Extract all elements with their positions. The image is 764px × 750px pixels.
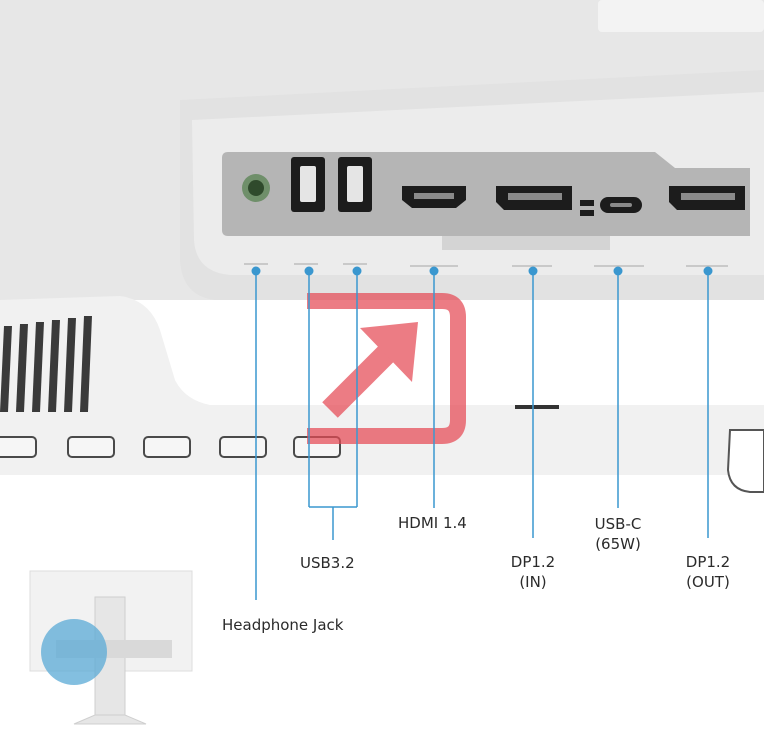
usb-label: USB3.2	[300, 554, 355, 572]
dp-out-label-line2: (OUT)	[686, 573, 730, 591]
stand-top	[598, 0, 764, 32]
arrow-in-square-icon	[307, 293, 466, 444]
dp-in-label: DP1.2 (IN)	[503, 552, 563, 592]
usb-port-2	[338, 157, 372, 212]
usb-c-label-line1: USB-C	[594, 515, 642, 533]
highlight-circle	[41, 619, 107, 685]
usb-c-label: USB-C (65W)	[583, 514, 653, 554]
usb-c-label-line2: (65W)	[595, 535, 641, 553]
callout-dots	[251, 266, 713, 276]
hdmi-port	[402, 186, 466, 208]
rear-housing-lower	[0, 296, 764, 475]
dp-out-label: DP1.2 (OUT)	[674, 552, 742, 592]
headphone-jack-port	[242, 174, 270, 202]
panel-lower-plate	[442, 236, 610, 250]
dp-in-port	[496, 186, 572, 210]
dp-in-label-line1: DP1.2	[510, 553, 556, 571]
callout-lines	[255, 271, 709, 600]
bezel-buttons	[0, 436, 341, 458]
center-slot	[515, 405, 559, 409]
stand-base	[726, 429, 764, 493]
usb-c-icon	[580, 200, 594, 216]
monitor-rear-thumbnail	[29, 570, 193, 725]
vent-slots	[0, 316, 92, 412]
port-tick-marks	[244, 263, 728, 267]
headphone-jack-label: Headphone Jack	[222, 616, 344, 634]
dp-out-label-line1: DP1.2	[685, 553, 731, 571]
usb-c-port	[600, 197, 642, 213]
dp-in-label-line2: (IN)	[519, 573, 547, 591]
dp-out-port	[669, 186, 745, 210]
usb-port-1	[291, 157, 325, 212]
hdmi-label: HDMI 1.4	[398, 514, 467, 532]
